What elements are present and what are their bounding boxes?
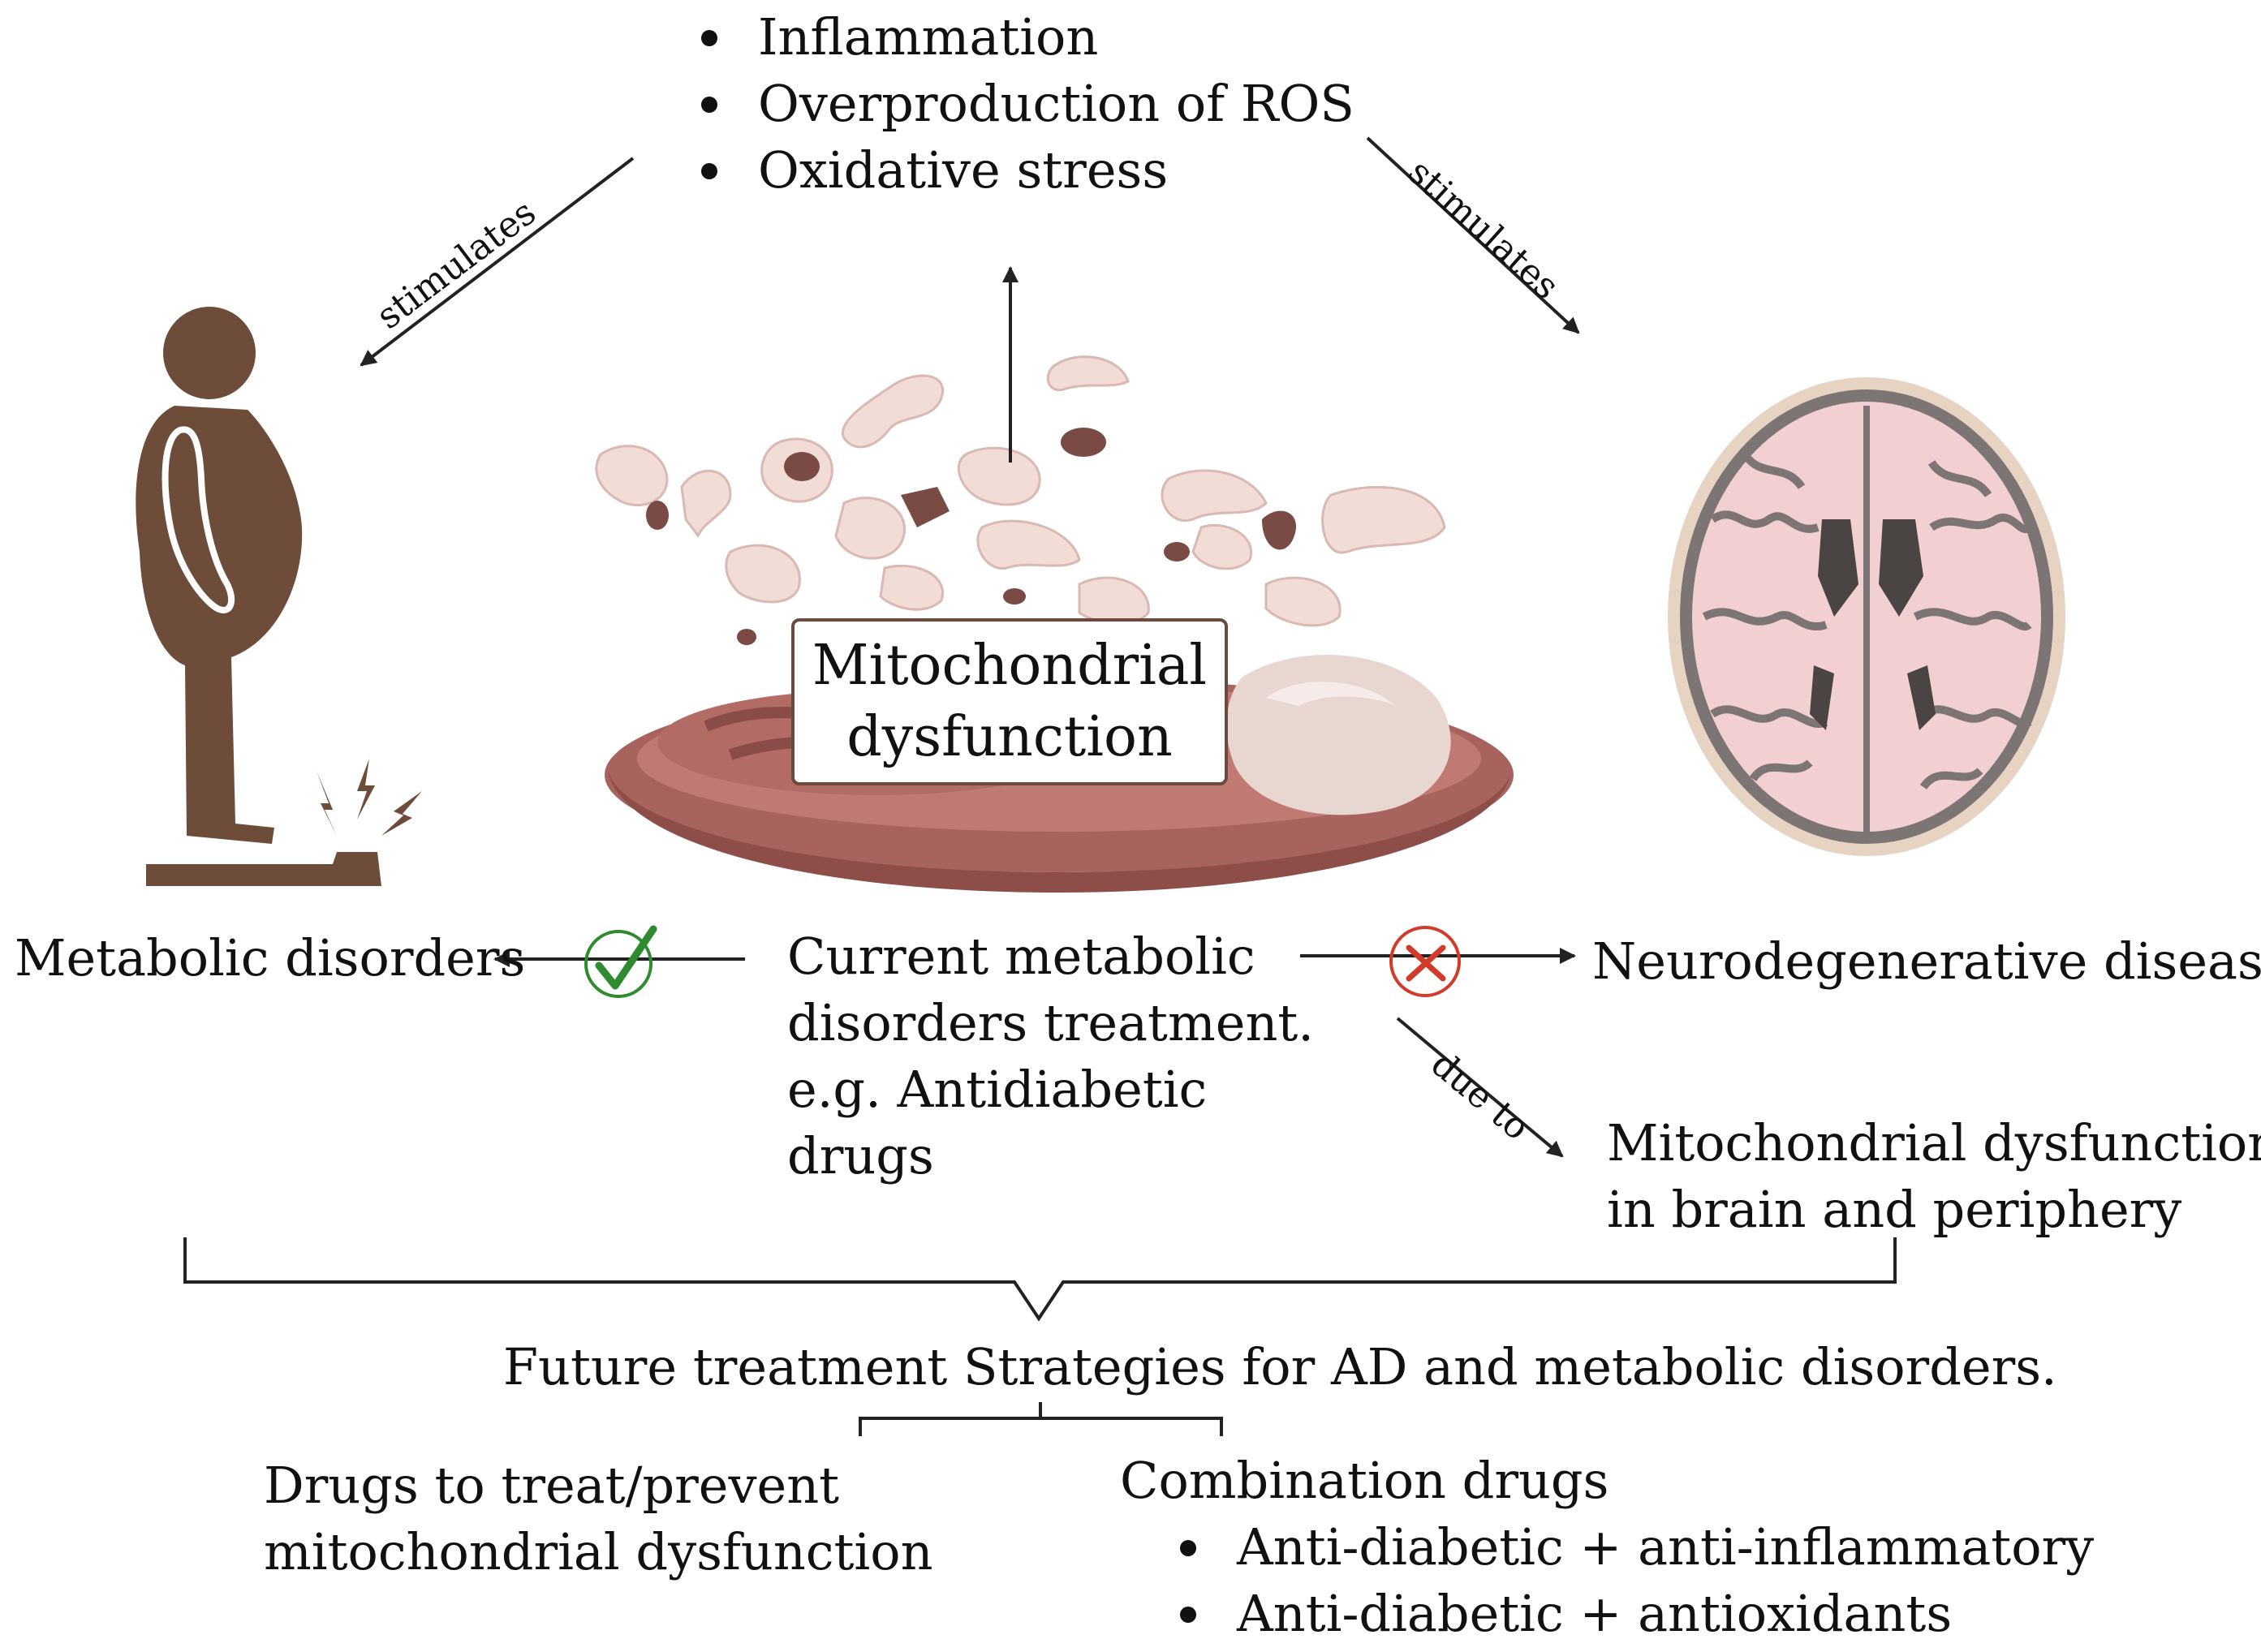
current-treatment-text: Current metabolic disorders treatment. e… — [787, 923, 1314, 1190]
lightning-icon — [317, 759, 422, 836]
future-strategies-title: Future treatment Strategies for AD and m… — [503, 1337, 2057, 1396]
drugs-prevent-text: Drugs to treat/prevent mitochondrial dys… — [264, 1452, 933, 1585]
arrow-stimulates-right — [1366, 136, 1580, 334]
mitochondrial-fragments — [595, 355, 1446, 627]
brain-line-2: in brain and periphery — [1607, 1180, 2182, 1239]
treatment-line-3: e.g. Antidiabetic — [787, 1060, 1208, 1119]
combination-title: Combination drugs — [1120, 1451, 1609, 1510]
small-bracket — [859, 1402, 1223, 1436]
mitochondrial-dysfunction-box: Mitochondrial dysfunction — [791, 618, 1228, 785]
brain-periphery-text: Mitochondrial dysfunction in brain and p… — [1607, 1110, 2261, 1243]
list-item: Anti-diabetic + antioxidants — [1175, 1581, 2094, 1647]
neurodegenerative-label: Neurodegenerative diseases — [1592, 931, 2261, 991]
drugs-line-1: Drugs to treat/prevent — [264, 1456, 840, 1515]
treatment-line-4: drugs — [787, 1126, 934, 1185]
list-item: Oxidative stress — [696, 137, 1354, 204]
treatment-line-1: Current metabolic — [787, 927, 1255, 986]
list-item: Overproduction of ROS — [696, 71, 1354, 137]
drugs-line-2: mitochondrial dysfunction — [264, 1522, 933, 1581]
list-item: Inflammation — [696, 4, 1354, 71]
treatment-line-2: disorders treatment. — [787, 993, 1315, 1052]
arrow-due-to — [1396, 1017, 1564, 1158]
arrow-stimulates-left — [360, 157, 635, 367]
brain-line-1: Mitochondrial dysfunction — [1607, 1113, 2261, 1172]
metabolic-disorders-label: Metabolic disorders — [15, 928, 526, 987]
check-icon — [584, 925, 657, 998]
combination-list: Anti-diabetic + anti-inflammatory Anti-d… — [1175, 1514, 2094, 1647]
cross-icon — [1389, 926, 1461, 997]
obese-person-icon — [136, 307, 381, 886]
large-bracket — [183, 1237, 1897, 1322]
list-item: Anti-diabetic + anti-inflammatory — [1175, 1514, 2094, 1581]
box-line-2: dysfunction — [846, 705, 1173, 769]
brain-icon — [1668, 377, 2065, 856]
box-line-1: Mitochondrial — [812, 634, 1208, 698]
top-effects-list: Inflammation Overproduction of ROS Oxida… — [696, 4, 1354, 204]
